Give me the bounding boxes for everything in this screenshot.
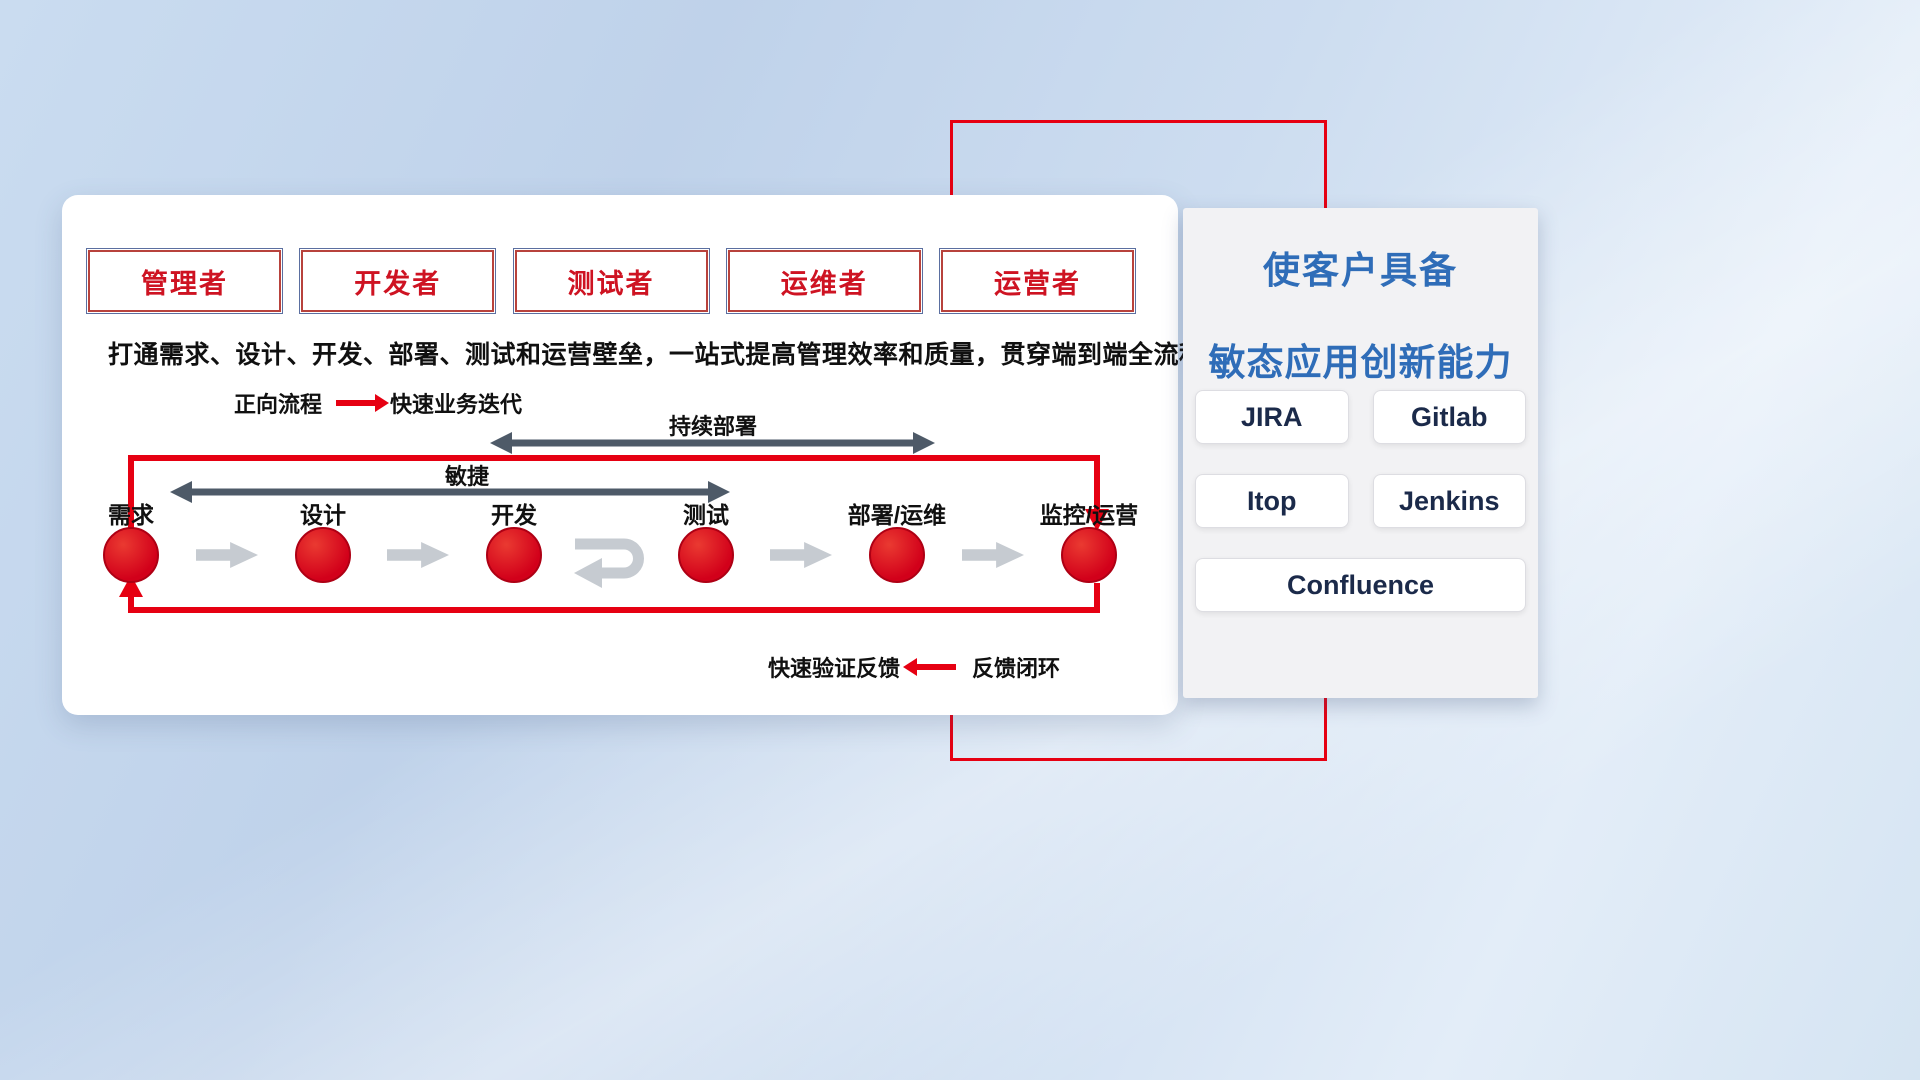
step-label-deploy-ops: 部署/运维 [847, 502, 947, 528]
feedback-arrow-icon [903, 658, 957, 676]
iteration-uturn-icon [574, 538, 644, 588]
flow-arrow-5 [962, 542, 1024, 568]
step-node-develop [486, 527, 542, 583]
agile-label: 敏捷 [444, 464, 489, 489]
flow-arrow-2 [387, 542, 449, 568]
role-box-developer: 开发者 [299, 248, 497, 314]
tool-box-jira: JIRA [1195, 390, 1349, 444]
card-subtitle: 打通需求、设计、开发、部署、测试和运营壁垒，一站式提高管理效率和质量，贯穿端到端… [108, 341, 1205, 369]
step-node-monitor-ops [1061, 527, 1117, 583]
feedback-legend-desc: 反馈闭环 [972, 656, 1061, 681]
forward-legend-desc: 快速业务迭代 [390, 392, 523, 417]
feedback-legend-label: 快速验证反馈 [768, 656, 901, 681]
role-box-operator: 运营者 [939, 248, 1136, 314]
tool-box-itop: Itop [1195, 474, 1349, 528]
role-box-ops: 运维者 [725, 248, 923, 314]
flow-arrow-4 [770, 542, 832, 568]
panel-title-line2: 敏态应用创新能力 [1208, 342, 1513, 383]
role-box-row: 管理者 开发者 测试者 运维者 运营者 [86, 248, 1136, 314]
tool-grid: JIRA Gitlab Itop Jenkins Confluence [1195, 390, 1526, 612]
forward-legend: 正向流程 快速业务迭代 [234, 387, 522, 419]
step-label-monitor-ops: 监控/运营 [1039, 502, 1139, 528]
forward-arrow-icon [336, 394, 390, 412]
tool-box-confluence: Confluence [1195, 558, 1526, 612]
feedback-legend: 快速验证反馈 反馈闭环 [768, 651, 1060, 683]
tool-box-jenkins: Jenkins [1372, 474, 1526, 528]
step-node-deploy-ops [869, 527, 925, 583]
step-node-design [295, 527, 351, 583]
step-label-requirement: 需求 [108, 502, 154, 528]
role-box-tester: 测试者 [512, 248, 710, 314]
feedback-loop-line [119, 575, 1100, 613]
step-label-test: 测试 [683, 502, 729, 528]
forward-legend-label: 正向流程 [234, 392, 323, 417]
step-label-develop: 开发 [491, 502, 537, 528]
step-node-requirement [103, 527, 159, 583]
devops-flow-card: 管理者 开发者 测试者 运维者 运营者 打通需求、设计、开发、部署、测试和运营壁… [62, 195, 1205, 715]
step-label-design: 设计 [300, 502, 346, 528]
flow-arrow-1 [196, 542, 258, 568]
capability-panel: 使客户具备 敏态应用创新能力 JIRA Gitlab Itop Jenkins … [1183, 208, 1538, 698]
continuous-deploy-label: 持续部署 [668, 414, 757, 439]
tool-box-gitlab: Gitlab [1372, 390, 1526, 444]
role-box-manager: 管理者 [86, 248, 283, 314]
panel-title-line1: 使客户具备 [1263, 250, 1458, 291]
step-node-test [678, 527, 734, 583]
